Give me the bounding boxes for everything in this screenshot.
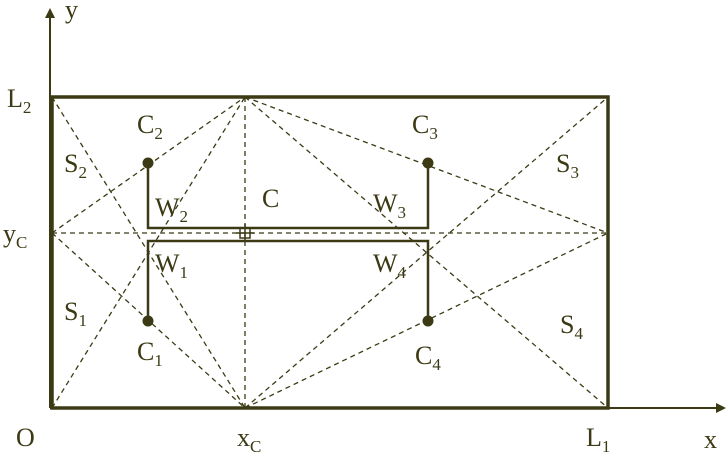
region-s1-main: S [64, 297, 78, 326]
tick-yc-main: y [3, 219, 16, 248]
label-w3: W3 [373, 189, 406, 222]
tick-yc-sub: C [16, 233, 27, 252]
tick-xc: xC [237, 423, 261, 456]
region-s2: S2 [64, 149, 87, 182]
region-s3-main: S [556, 149, 570, 178]
dashed-construction-lines [51, 96, 609, 409]
label-c4-main: C [415, 341, 432, 370]
label-w2: W2 [155, 193, 188, 226]
point-c1 [142, 315, 154, 327]
origin-label: O [16, 423, 35, 452]
tick-l1-sub: 1 [602, 437, 611, 456]
wall-upper-path [146, 163, 430, 230]
wall-lower-path [146, 239, 430, 321]
y-axis-label: y [65, 0, 78, 24]
label-c1-main: C [137, 337, 154, 366]
label-c3: C3 [412, 110, 438, 143]
tick-xc-sub: C [250, 437, 261, 456]
label-c1: C1 [137, 337, 163, 370]
region-s4: S4 [560, 310, 583, 343]
label-w4: W4 [373, 249, 407, 282]
region-s1: S1 [64, 297, 87, 330]
region-s2-main: S [64, 149, 78, 178]
x-axis-label: x [704, 425, 717, 454]
points [142, 157, 434, 327]
tick-l1: L1 [586, 423, 610, 456]
label-c4-sub: 4 [432, 355, 441, 374]
label-c4: C4 [415, 341, 441, 374]
region-s3-sub: 3 [570, 163, 579, 182]
label-w4-main: W [373, 249, 398, 278]
outer-rectangle [50, 95, 610, 410]
region-s3: S3 [556, 149, 579, 182]
label-c3-main: C [412, 110, 429, 139]
diagonal-right-rect-1 [244, 96, 609, 409]
walls [146, 163, 430, 321]
tick-l2-sub: 2 [23, 98, 32, 117]
label-w1-main: W [155, 249, 180, 278]
label-w1-sub: 1 [180, 263, 189, 282]
center-marker [236, 224, 254, 242]
point-c4 [422, 315, 434, 327]
label-c2-sub: 2 [154, 124, 163, 143]
tick-xc-main: x [237, 423, 250, 452]
label-c1-sub: 1 [154, 351, 163, 370]
label-w2-sub: 2 [180, 207, 189, 226]
tick-l2: L2 [7, 84, 31, 117]
tick-yc: yC [3, 219, 27, 252]
label-w4-sub: 4 [398, 263, 407, 282]
label-w3-main: W [373, 189, 398, 218]
label-c2: C2 [137, 110, 163, 143]
region-s2-sub: 2 [78, 163, 87, 182]
region-s4-main: S [560, 310, 574, 339]
label-c: C [262, 184, 279, 213]
label-w3-sub: 3 [398, 203, 407, 222]
diagonal-right-rect-2 [244, 96, 609, 409]
label-c2-main: C [137, 110, 154, 139]
point-c3 [422, 157, 434, 169]
region-s1-sub: 1 [78, 311, 87, 330]
label-c3-sub: 3 [429, 124, 438, 143]
region-s4-sub: 4 [574, 324, 583, 343]
tick-l2-main: L [7, 84, 23, 113]
point-c2 [142, 157, 154, 169]
label-w2-main: W [155, 193, 180, 222]
label-w1: W1 [155, 249, 188, 282]
tick-l1-main: L [586, 423, 602, 452]
